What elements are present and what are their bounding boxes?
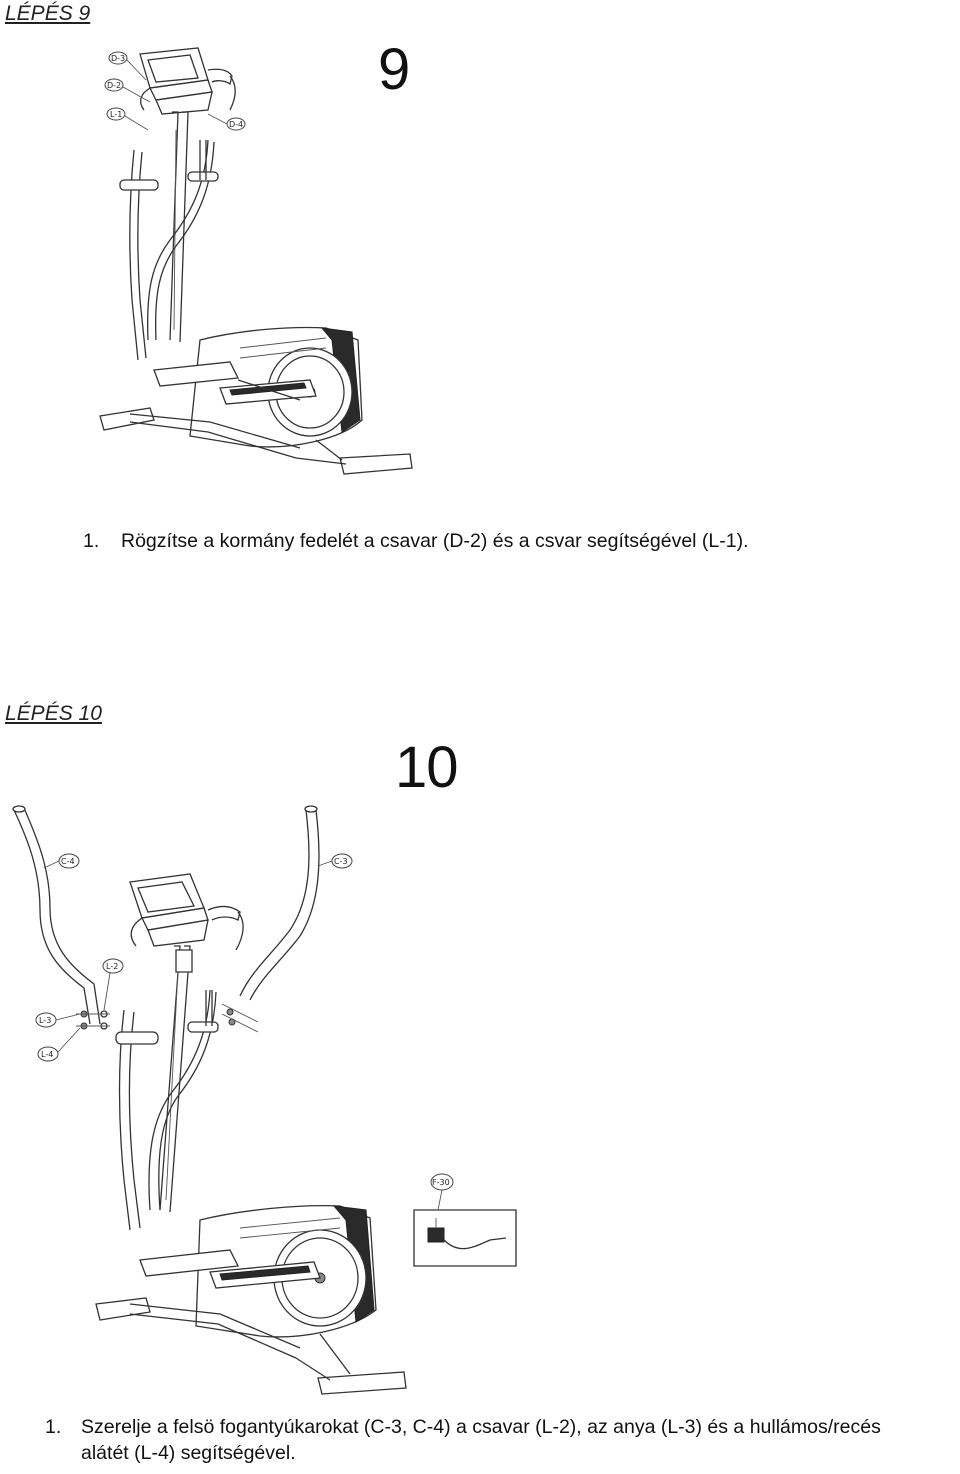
svg-text:L-3: L-3 — [39, 1016, 51, 1025]
label-l3: L-3 — [36, 1013, 80, 1027]
label-c3: C-3 — [318, 854, 352, 868]
svg-text:D-3: D-3 — [111, 54, 125, 63]
step-9-illustration: D-3 D-2 L-1 D-4 — [90, 40, 430, 500]
label-l1: L-1 — [107, 108, 148, 130]
label-l2: L-2 — [103, 959, 123, 1010]
label-d4: D-4 — [208, 114, 245, 130]
step-10-item-number: 1. — [45, 1416, 62, 1438]
svg-text:C-3: C-3 — [334, 857, 348, 866]
svg-text:D-2: D-2 — [107, 81, 121, 90]
step-10-number: 10 — [395, 735, 459, 800]
step-9-item-number: 1. — [83, 530, 100, 552]
step-10-item-text-1: Szerelje a felsö fogantyúkarokat (C-3, C… — [81, 1416, 881, 1438]
label-d2: D-2 — [105, 79, 150, 102]
label-f30: F-30 — [431, 1174, 453, 1210]
step-10-heading: LÉPÉS 10 — [5, 702, 102, 725]
svg-text:F-30: F-30 — [432, 1178, 450, 1187]
label-l4: L-4 — [38, 1028, 80, 1061]
svg-text:D-4: D-4 — [229, 120, 243, 129]
svg-text:L-2: L-2 — [106, 962, 118, 971]
label-c4: C-4 — [44, 854, 79, 868]
adapter-box — [414, 1210, 516, 1266]
step-10-line-1: 1. Szerelje a felsö fogantyúkarokat (C-3,… — [45, 1414, 960, 1440]
console-drawing — [140, 48, 235, 114]
step-9-instruction: 1. Rögzítse a kormány fedelét a csavar (D… — [83, 528, 943, 554]
step-9-heading: LÉPÉS 9 — [5, 2, 91, 25]
step-9-item-text: Rögzítse a kormány fedelét a csavar (D-2… — [121, 530, 749, 552]
svg-text:L-4: L-4 — [41, 1050, 53, 1059]
label-d3: D-3 — [109, 52, 146, 80]
svg-text:C-4: C-4 — [61, 857, 75, 866]
step-10-illustration: C-4 C-3 L-2 L-3 L-4 F-30 — [0, 800, 540, 1400]
step-10-line-2: alátét (L-4) segítségével. — [81, 1442, 296, 1464]
svg-text:L-1: L-1 — [110, 110, 122, 119]
step-9-number: 9 — [378, 37, 410, 102]
step-10-instruction: 1. Szerelje a felsö fogantyúkarokat (C-3,… — [45, 1414, 960, 1466]
